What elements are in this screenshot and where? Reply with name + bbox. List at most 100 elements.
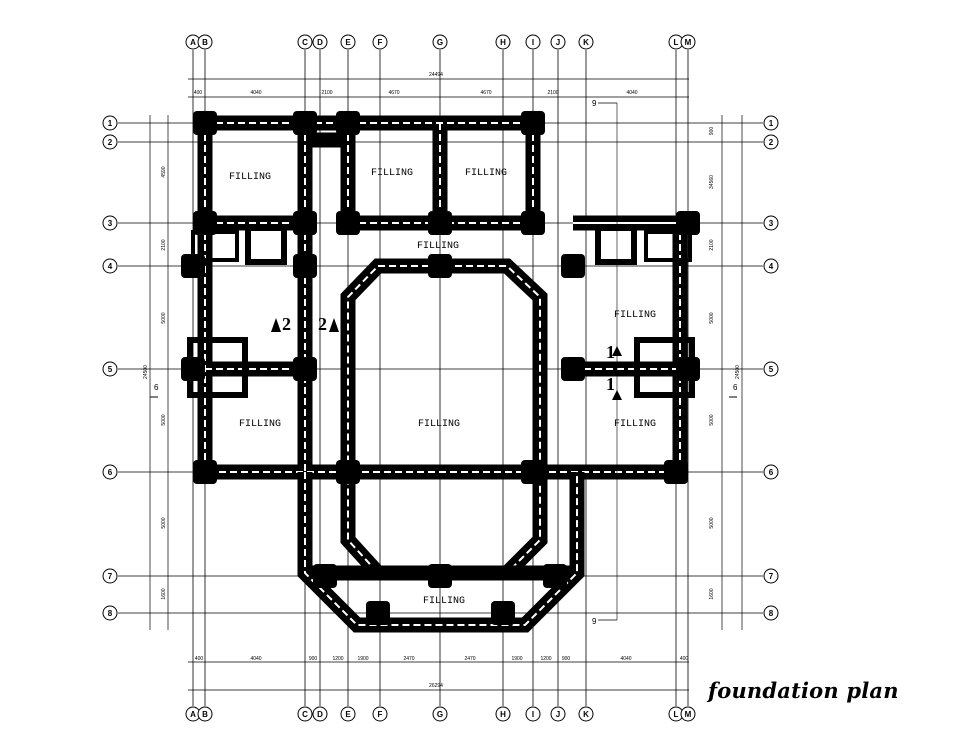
room-label-filling-9: FILLING xyxy=(423,596,465,607)
right-dim-4: 5000 xyxy=(709,312,715,323)
left-dim-3: 5000 xyxy=(161,312,167,323)
axis-bubble-1-left: 1 xyxy=(102,115,118,131)
column-6 xyxy=(293,211,317,235)
column-20 xyxy=(336,460,360,484)
axis-bubble-C-bottom: C xyxy=(297,706,313,722)
bottom-dim-11: 4040 xyxy=(620,656,631,662)
room-label-filling-8: FILLING xyxy=(614,419,656,430)
axis-bubble-D-bottom: D xyxy=(312,706,328,722)
column-2 xyxy=(293,111,317,135)
column-18 xyxy=(676,357,700,381)
bottom-dim-9: 1200 xyxy=(540,656,551,662)
axis-bubble-G-top: G xyxy=(432,34,448,50)
axis-bubble-I-top: I xyxy=(525,34,541,50)
column-14 xyxy=(561,254,585,278)
axis-bubble-8-left: 8 xyxy=(102,605,118,621)
section-mark-top: 9 xyxy=(592,99,597,108)
column-10 xyxy=(676,211,700,235)
axis-bubble-J-bottom: J xyxy=(550,706,566,722)
column-9 xyxy=(521,211,545,235)
svg-text:6: 6 xyxy=(769,468,774,477)
bottom-dim-10: 900 xyxy=(562,656,571,662)
axis-bubble-D-top: D xyxy=(312,34,328,50)
section-mark-left: 6 xyxy=(154,383,159,392)
svg-text:G: G xyxy=(437,710,443,719)
bottom-dim-3: 900 xyxy=(309,656,318,662)
axis-bubble-2-right: 2 xyxy=(763,134,779,150)
section-mark-2a: 2 xyxy=(282,314,291,334)
room-label-filling-1: FILLING xyxy=(229,172,271,183)
column-12 xyxy=(293,254,317,278)
svg-text:1: 1 xyxy=(108,119,113,128)
svg-text:E: E xyxy=(345,710,351,719)
axis-bubble-G-bottom: G xyxy=(432,706,448,722)
axis-bubble-7-left: 7 xyxy=(102,568,118,584)
dimension-texts: 24494 400 4040 2100 4670 4670 2100 4040 … xyxy=(143,72,741,689)
top-dim-3: 2100 xyxy=(321,90,332,96)
svg-text:K: K xyxy=(583,710,589,719)
svg-text:3: 3 xyxy=(108,219,113,228)
top-dim-1: 400 xyxy=(194,90,203,96)
top-dim-5: 4670 xyxy=(480,90,491,96)
column-24 xyxy=(313,564,337,588)
left-dim-5: 5000 xyxy=(161,517,167,528)
axis-bubble-4-right: 4 xyxy=(763,258,779,274)
section-mark-2b: 2 xyxy=(318,314,327,334)
svg-text:J: J xyxy=(556,710,560,719)
top-dim-2: 4040 xyxy=(250,90,261,96)
svg-text:F: F xyxy=(378,38,383,47)
svg-text:8: 8 xyxy=(769,609,774,618)
axis-bubble-E-top: E xyxy=(340,34,356,50)
column-7 xyxy=(336,211,360,235)
left-dim-6: 1600 xyxy=(161,588,167,599)
bottom-dim-5: 1900 xyxy=(357,656,368,662)
svg-text:I: I xyxy=(532,38,534,47)
axis-bubble-5-right: 5 xyxy=(763,361,779,377)
svg-text:2: 2 xyxy=(108,138,113,147)
axis-bubble-K-top: K xyxy=(578,34,594,50)
room-label-filling-7: FILLING xyxy=(418,419,460,430)
axis-bubble-C-top: C xyxy=(297,34,313,50)
room-label-filling-2: FILLING xyxy=(371,168,413,179)
column-23 xyxy=(428,564,452,588)
right-dim-2: 34560 xyxy=(709,175,715,189)
svg-text:K: K xyxy=(583,38,589,47)
column-16 xyxy=(293,357,317,381)
section-mark-1a: 1 xyxy=(606,342,615,362)
axis-bubble-F-top: F xyxy=(372,34,388,50)
column-4 xyxy=(521,111,545,135)
axis-bubble-M-top: M xyxy=(680,34,696,50)
svg-text:7: 7 xyxy=(108,572,113,581)
top-dim-7: 4040 xyxy=(626,90,637,96)
svg-text:M: M xyxy=(685,710,692,719)
column-13 xyxy=(428,254,452,278)
svg-text:E: E xyxy=(345,38,351,47)
svg-text:C: C xyxy=(302,710,308,719)
svg-text:A: A xyxy=(190,38,196,47)
svg-text:F: F xyxy=(378,710,383,719)
bottom-dim-12: 400 xyxy=(680,656,689,662)
axis-bubble-E-bottom: E xyxy=(340,706,356,722)
left-dim-1: 4590 xyxy=(161,166,167,177)
axis-bubble-4-left: 4 xyxy=(102,258,118,274)
column-22 xyxy=(664,460,688,484)
columns xyxy=(181,111,700,625)
svg-text:8: 8 xyxy=(108,609,113,618)
right-dim-7: 1600 xyxy=(709,588,715,599)
column-1 xyxy=(193,111,217,135)
left-dim-4: 5000 xyxy=(161,414,167,425)
axis-bubble-B-top: B xyxy=(197,34,213,50)
bottom-dim-7: 2470 xyxy=(464,656,475,662)
axis-bubble-B-bottom: B xyxy=(197,706,213,722)
bottom-dim-2: 4040 xyxy=(250,656,261,662)
axis-bubble-3-left: 3 xyxy=(102,215,118,231)
svg-text:2: 2 xyxy=(769,138,774,147)
room-labels: FILLING FILLING FILLING FILLING FILLING … xyxy=(229,168,656,607)
left-dim-2: 2100 xyxy=(161,239,167,250)
left-overall-dim: 24500 xyxy=(143,365,149,379)
svg-text:I: I xyxy=(532,710,534,719)
column-17 xyxy=(561,357,585,381)
column-26 xyxy=(366,601,390,625)
